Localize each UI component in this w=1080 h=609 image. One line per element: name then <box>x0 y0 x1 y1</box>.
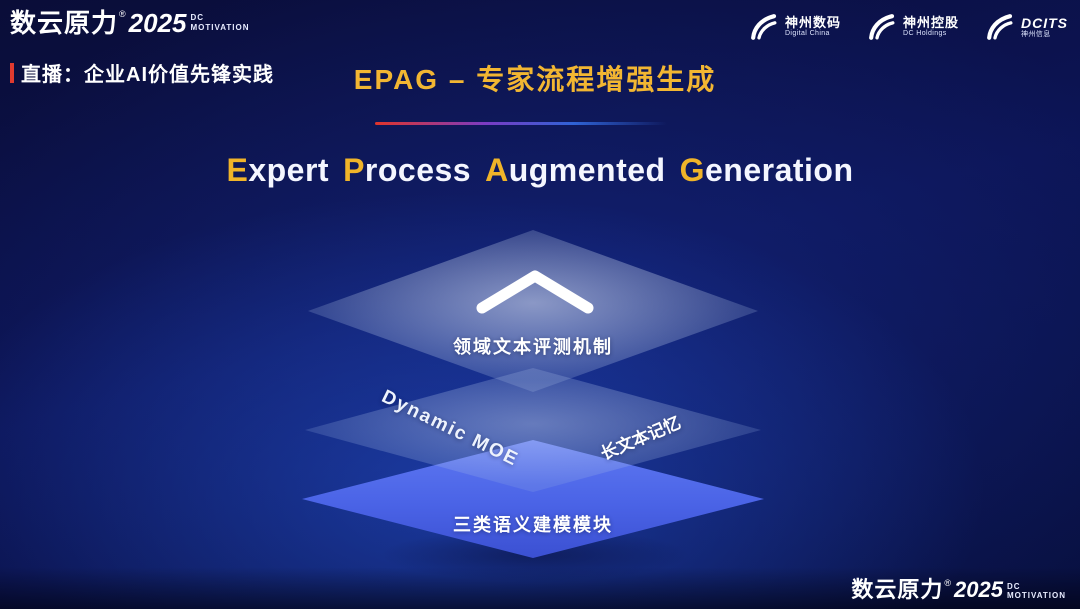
live-banner-text: 直播：企业AI价值先锋实践 <box>21 64 274 86</box>
brand-logo-header: 数云原力 ® 2025 DC MOTIVATION <box>10 8 250 38</box>
logo-text: 神州数码 Digital China <box>784 14 841 39</box>
subtitle-word: Augmented <box>485 152 666 189</box>
logo-name: DCITS <box>1021 14 1068 31</box>
live-accent-bar <box>10 62 14 83</box>
subtitle-word: Process <box>343 152 471 189</box>
subtitle-initial: E <box>226 152 249 188</box>
english-subtitle: Expert Process Augmented Generation <box>0 152 1080 189</box>
live-banner: 直播：企业AI价值先锋实践 <box>10 58 274 87</box>
brand-registered-mark: ® <box>119 9 126 19</box>
chevron-up-icon <box>476 270 594 314</box>
partner-logos: 神州数码 Digital China 神州控股 DC Holdings DCIT… <box>749 12 1068 42</box>
subtitle-rest: ugmented <box>508 152 666 188</box>
logo-dc-holdings: 神州控股 DC Holdings <box>867 12 959 42</box>
page-title: EPAG – 专家流程增强生成 <box>353 64 717 95</box>
logo-subtitle: DC Holdings <box>902 30 947 38</box>
subtitle-initial: P <box>343 152 365 188</box>
brand-name: 数云原力 <box>10 8 119 38</box>
brand-registered-mark: ® <box>944 577 952 588</box>
logo-name: 神州控股 <box>902 14 959 30</box>
logo-text: 神州控股 DC Holdings <box>902 14 959 39</box>
subtitle-word: Generation <box>680 152 854 189</box>
brand-year: 2025 <box>954 576 1003 602</box>
subtitle-initial: A <box>485 152 509 188</box>
subtitle-rest: rocess <box>364 152 472 188</box>
swoosh-icon <box>869 14 895 40</box>
subtitle-word: Expert <box>226 152 329 189</box>
brand-year: 2025 <box>128 8 187 38</box>
subtitle-rest: xpert <box>248 152 330 188</box>
brand-motivation-label: MOTIVATION <box>190 22 250 32</box>
subtitle-rest: eneration <box>704 152 854 188</box>
subtitle-initial: G <box>679 152 705 188</box>
logo-digital-china: 神州数码 Digital China <box>749 12 841 42</box>
brand-dc-label: DC <box>190 13 205 22</box>
swoosh-icon <box>751 14 777 40</box>
brand-dc-label: DC <box>1006 581 1021 591</box>
logo-dcits: DCITS 神州信息 <box>985 12 1068 42</box>
brand-submark: DC MOTIVATION <box>1007 582 1066 601</box>
logo-text: DCITS 神州信息 <box>1021 15 1068 39</box>
logo-name: 神州数码 <box>784 14 841 30</box>
brand-submark: DC MOTIVATION <box>191 13 250 32</box>
brand-name: 数云原力 <box>851 576 944 602</box>
swoosh-icon <box>987 14 1013 40</box>
logo-subtitle: 神州信息 <box>1021 31 1051 39</box>
layer-top-label: 领域文本评测机制 <box>453 337 613 357</box>
gradient-divider-line <box>375 122 667 125</box>
brand-logo-footer: 数云原力 ® 2025 DC MOTIVATION <box>851 576 1066 602</box>
logo-subtitle: Digital China <box>784 30 830 38</box>
layer-bottom-label: 三类语义建模模块 <box>453 515 613 535</box>
brand-motivation-label: MOTIVATION <box>1006 591 1066 601</box>
